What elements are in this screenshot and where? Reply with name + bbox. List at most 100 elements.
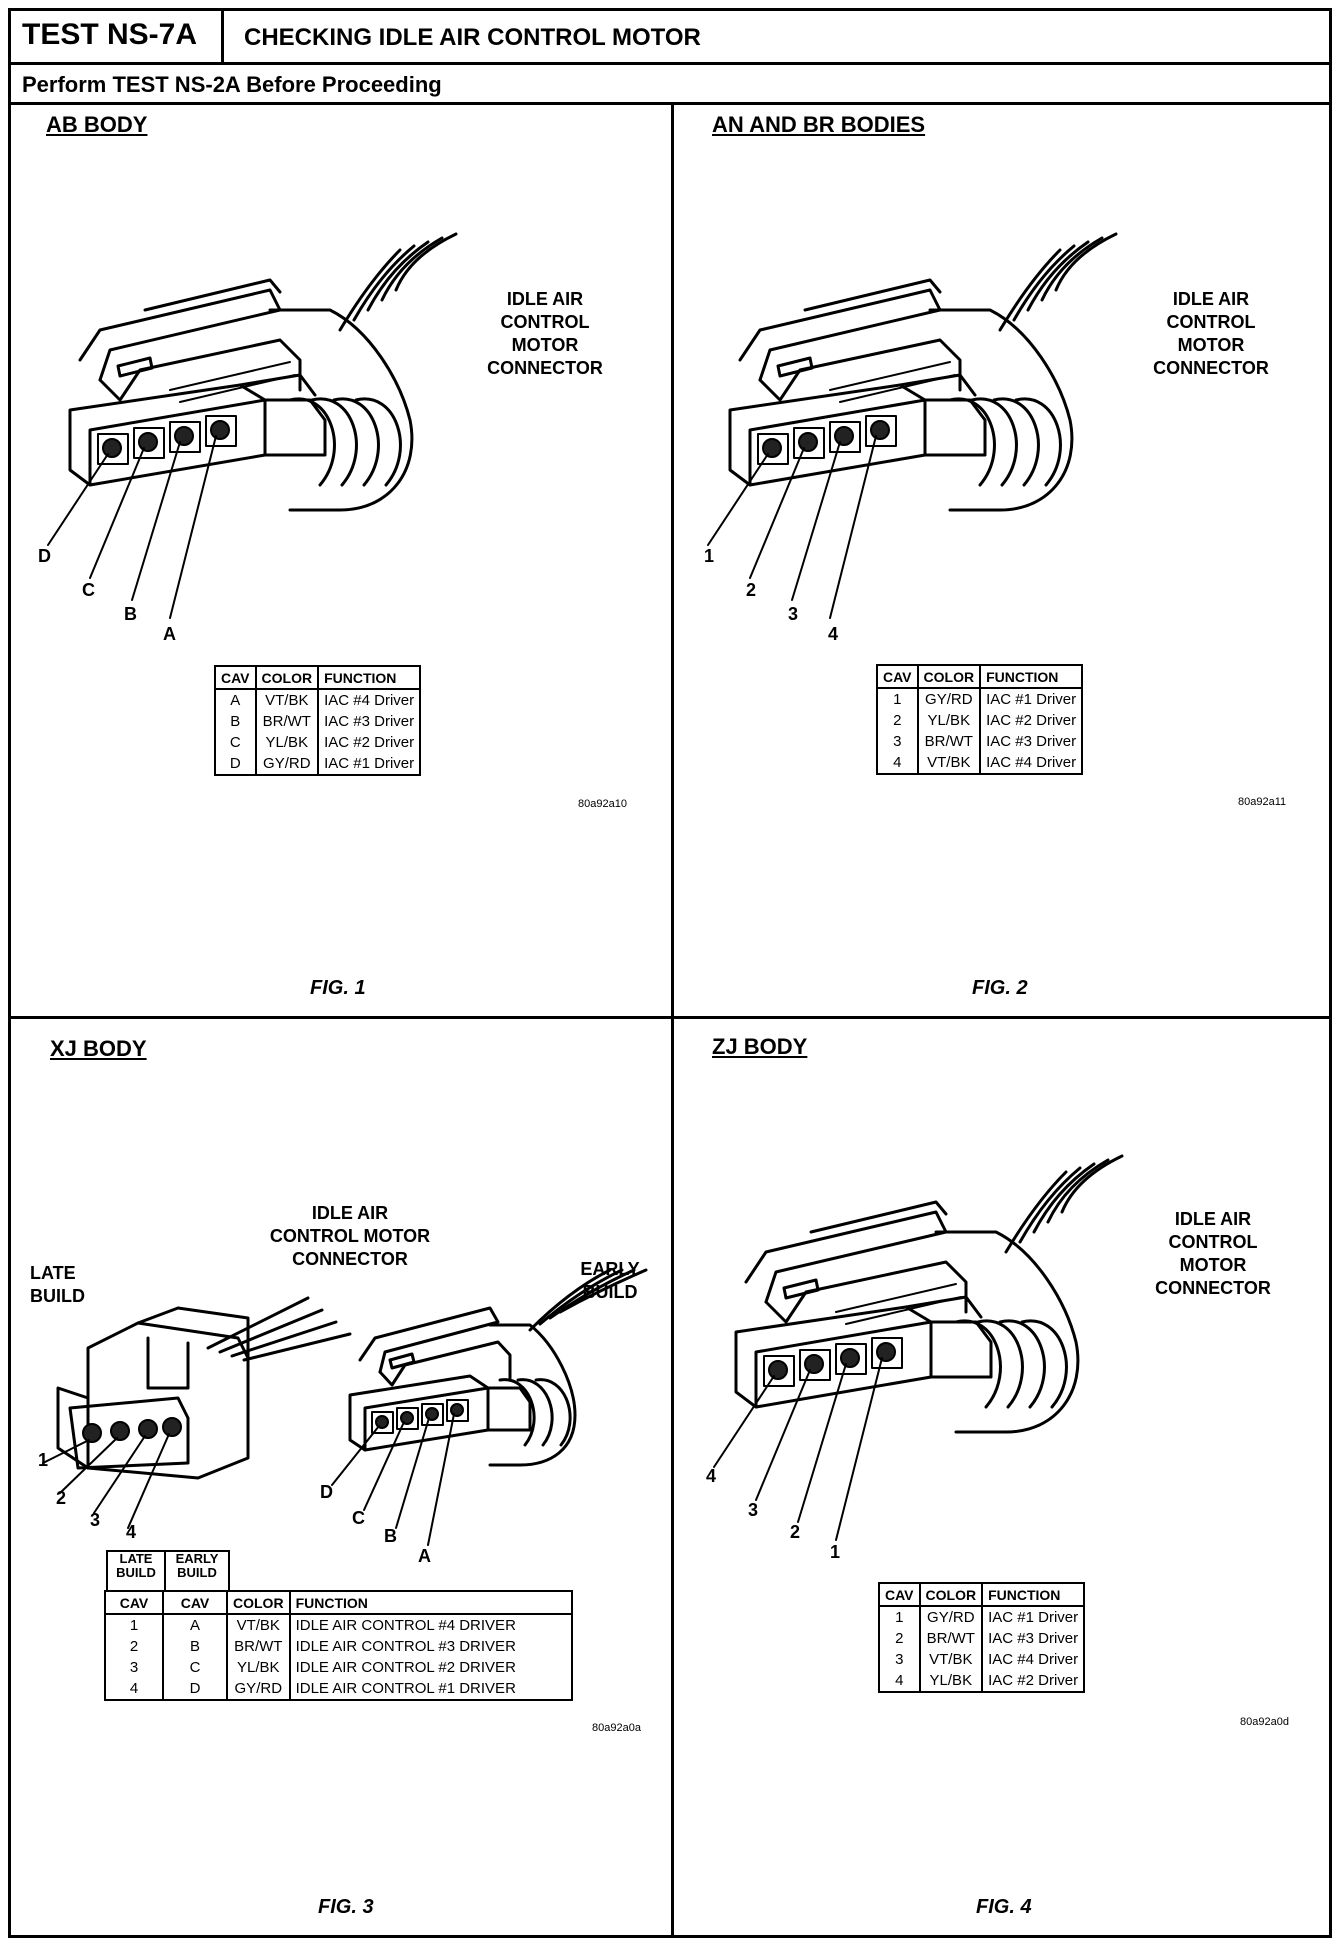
cell: YL/BK <box>254 732 320 753</box>
cell: IDLE AIR CONTROL #3 DRIVER <box>288 1636 573 1657</box>
pin-cavity-frame <box>865 415 897 447</box>
early-build-header-line: BUILD <box>177 1565 217 1580</box>
pin-cavity-frame <box>793 427 825 459</box>
latch-ramp <box>764 1260 968 1324</box>
cell: 4 <box>876 752 919 775</box>
cell: 3 <box>876 731 919 752</box>
wire-lead <box>1040 236 1104 302</box>
fig1-pin-label: C <box>82 580 95 600</box>
table-row: 2 YL/BK IAC #2 Driver <box>876 710 1084 731</box>
cell: B <box>214 711 257 732</box>
cell: GY/RD <box>254 753 320 776</box>
wire-loop <box>288 397 336 487</box>
fig3-early-pin-label: A <box>418 1546 431 1566</box>
table-row: 1 GY/RD IAC #1 Driver <box>878 1605 1086 1628</box>
pin-cavity-frame <box>97 433 129 465</box>
col-header: FUNCTION <box>317 665 422 690</box>
wire-lead <box>1026 240 1090 312</box>
fig2-caption: FIG. 2 <box>972 977 1028 999</box>
test-subtitle: Perform TEST NS-2A Before Proceeding <box>8 65 1332 105</box>
pin-leader-line <box>835 1357 883 1541</box>
latch-arm <box>738 288 942 382</box>
pin-cavity-frame <box>871 1337 903 1369</box>
cell: IDLE AIR CONTROL #2 DRIVER <box>288 1657 573 1678</box>
pin-terminal <box>375 1415 389 1429</box>
wire-lead <box>394 232 458 292</box>
test-title: CHECKING IDLE AIR CONTROL MOTOR <box>244 24 701 51</box>
cell: D <box>214 753 257 776</box>
fig4-pin-label: 1 <box>830 1542 841 1562</box>
pin-terminal <box>138 432 158 452</box>
latch-rib <box>169 361 291 391</box>
cell: VT/BK <box>226 1613 291 1636</box>
col-header: FUNCTION <box>288 1590 573 1615</box>
connector-label-line: CONTROL MOTOR <box>269 1226 431 1246</box>
cell: 2 <box>104 1636 164 1657</box>
fig3-caption: FIG. 3 <box>318 1896 374 1918</box>
wire-loop <box>1020 1319 1068 1409</box>
wire-lead <box>380 236 444 302</box>
pin-leader-line <box>713 1375 775 1468</box>
cell: IAC #4 Driver <box>979 752 1084 775</box>
pin-leader-line <box>749 447 805 579</box>
pin-terminal <box>834 426 854 446</box>
cell: IAC #1 Driver <box>979 687 1084 710</box>
header-row: TEST NS-7A CHECKING IDLE AIR CONTROL MOT… <box>8 8 1332 65</box>
table-row: 2 BR/WT IAC #3 Driver <box>878 1628 1086 1649</box>
wire-lead <box>1054 232 1118 292</box>
wire-loop <box>998 1319 1046 1409</box>
late-build-header: LATE BUILD <box>106 1550 166 1592</box>
wire-loop <box>948 397 996 487</box>
test-id: TEST NS-7A <box>8 8 224 65</box>
connector-label-line: CONNECTOR <box>487 358 603 378</box>
fig1-pin-label: A <box>163 624 176 644</box>
latch-arm <box>744 1210 948 1304</box>
pin-leader-line <box>127 1433 170 1529</box>
cell: VT/BK <box>918 1649 984 1670</box>
fig1-caption: FIG. 1 <box>310 977 366 999</box>
cell: VT/BK <box>916 752 982 775</box>
connector-top-edge <box>238 373 317 397</box>
pin-leader-line <box>829 435 877 619</box>
table-row: 2 B BR/WT IDLE AIR CONTROL #3 DRIVER <box>104 1636 573 1657</box>
latch-window <box>782 1278 820 1300</box>
pin-cavity-frame <box>371 1411 394 1434</box>
fig2-drawing-ref: 80a92a11 <box>1238 796 1287 808</box>
fig2-connector-label: IDLE AIR CONTROL MOTOR CONNECTOR <box>1136 288 1286 380</box>
table-row: 4 D GY/RD IDLE AIR CONTROL #1 DRIVER <box>104 1678 573 1701</box>
cell: IDLE AIR CONTROL #1 DRIVER <box>288 1678 573 1701</box>
connector-label-line: CONTROL <box>500 312 590 332</box>
pin-terminal <box>425 1407 439 1421</box>
wire-lead <box>1060 1154 1124 1214</box>
cell: 1 <box>104 1613 164 1636</box>
pin-terminal <box>210 420 230 440</box>
table-row: A VT/BK IAC #4 Driver <box>214 688 422 711</box>
cell: C <box>162 1657 228 1678</box>
pin-terminal <box>400 1411 414 1425</box>
pin-cavity-frame <box>757 433 789 465</box>
pin-terminal <box>768 1360 788 1380</box>
pin-terminal <box>82 1423 102 1443</box>
col-header: COLOR <box>254 665 320 690</box>
wire-loop <box>354 397 402 487</box>
table-row: 1 GY/RD IAC #1 Driver <box>876 687 1084 710</box>
cell: IAC #4 Driver <box>981 1649 1086 1670</box>
wire-loop <box>970 397 1018 487</box>
table-header-row: CAV COLOR FUNCTION <box>214 665 422 690</box>
latch-ramp <box>98 338 302 402</box>
cell: IAC #2 Driver <box>979 710 1084 731</box>
cell: A <box>214 688 257 711</box>
fig4-pin-label: 4 <box>706 1466 717 1486</box>
cell: IAC #3 Driver <box>979 731 1084 752</box>
col-header: COLOR <box>226 1590 291 1615</box>
cell: BR/WT <box>918 1628 984 1649</box>
col-header: COLOR <box>918 1582 984 1607</box>
fig2-pin-label: 1 <box>704 546 715 566</box>
fig3-early-pin-label: B <box>384 1526 397 1546</box>
latch-window <box>116 356 154 378</box>
col-header: CAV <box>214 665 257 690</box>
pin-terminal <box>762 438 782 458</box>
early-build-line: BUILD <box>582 1282 638 1302</box>
fig2-body-title: AN AND BR BODIES <box>712 112 926 137</box>
late-build-line: BUILD <box>30 1286 85 1306</box>
